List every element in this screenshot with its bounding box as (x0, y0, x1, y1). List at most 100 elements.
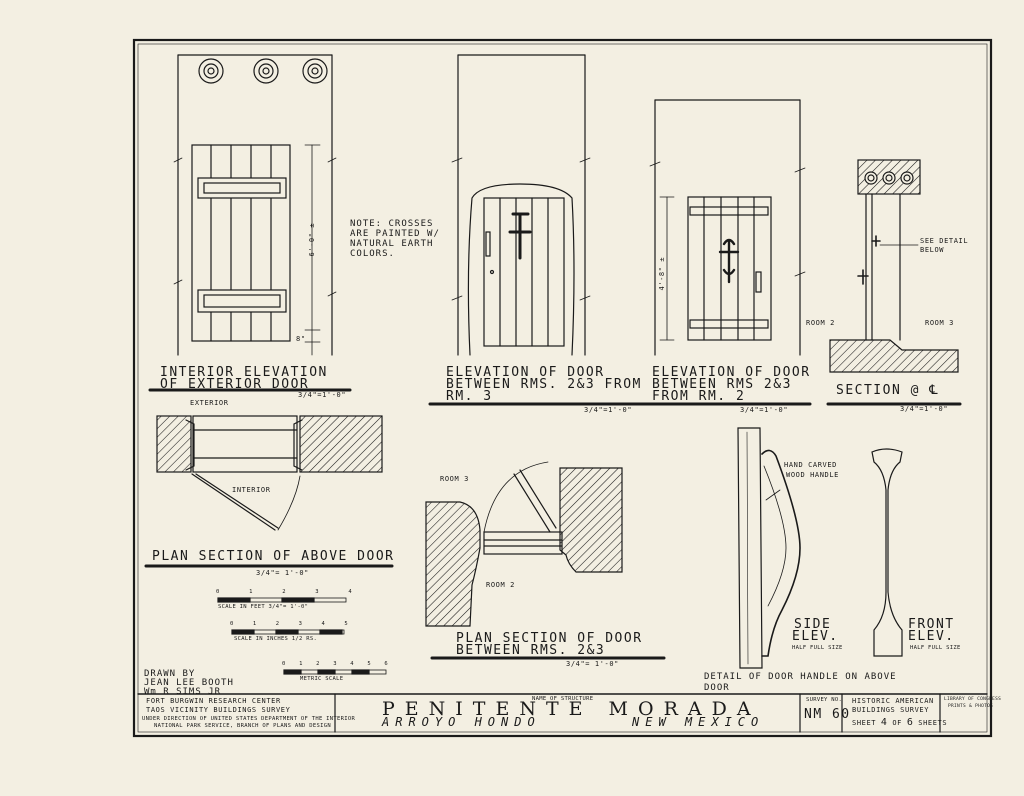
handle-carved-1: HAND CARVED (784, 461, 837, 469)
metric-scale-ticks: 0 1 2 3 4 5 6 (282, 661, 388, 668)
plan-between-room2: ROOM 2 (486, 581, 515, 589)
inch-tick: 4 (321, 621, 326, 627)
note-line-4: COLORS. (350, 249, 395, 259)
survey-number: NM 60 (804, 707, 851, 722)
section-room-right: ROOM 3 (925, 319, 954, 327)
elevation-rm2-dim-height: 4'-8" ± (658, 256, 667, 291)
inch-tick: 5 (344, 621, 348, 627)
org-line-1: FORT BURGWIN RESEARCH CENTER (146, 697, 281, 705)
elevation-rm2-title-3: FROM RM. 2 (652, 389, 746, 404)
sheet-number: 4 (880, 717, 888, 728)
inch-tick: 0 (230, 621, 234, 627)
metric-tick: 3 (333, 661, 337, 667)
sheet-border (132, 38, 993, 738)
org-line-2: TAOS VICINITY BUILDINGS SURVEY (146, 706, 291, 714)
section-callout-1: SEE DETAIL (920, 237, 969, 245)
drawn-by-3: Wm R SIMS JR (144, 687, 222, 697)
painted-cross-icon (508, 212, 532, 260)
title-block (137, 693, 988, 733)
handle-front-scale: HALF FULL SIZE (910, 645, 961, 651)
survey-no-label: SURVEY NO. (806, 697, 843, 703)
interior-elevation-title-2: OF EXTERIOR DOOR (160, 377, 310, 392)
sheet-number-line: SHEET 4 OF 6 SHEETS (852, 717, 948, 729)
handle-carved-2: WOOD HANDLE (786, 471, 839, 479)
structure-name: PENITENTE MORADA (382, 698, 761, 720)
handle-detail-drawing (737, 427, 903, 669)
handle-detail-1: DETAIL OF DOOR HANDLE ON ABOVE (704, 672, 897, 682)
metric-tick: 2 (316, 661, 320, 667)
elevation-rm2-scale: 3/4"=1'-0" (740, 406, 789, 414)
scale-bars (217, 597, 387, 675)
section-title: SECTION @ ℄ (836, 383, 940, 398)
inch-tick: 3 (298, 621, 303, 627)
feet-tick: 3 (315, 589, 319, 595)
feet-tick: 0 (216, 589, 220, 595)
metric-tick: 1 (299, 661, 303, 667)
elevation-rm2-title-1: ELEVATION OF DOOR (652, 365, 811, 380)
plan-between-title-2: BETWEEN RMS. 2&3 (456, 643, 606, 658)
interior-elevation-dim-height: 6'-0" ± (308, 222, 317, 257)
section-scale: 3/4"=1'-0" (900, 405, 949, 413)
feet-scale-label: SCALE IN FEET 3/4"= 1'-0" (218, 604, 309, 610)
elevation-rm3-title-3: RM. 3 (446, 389, 493, 404)
sheet-of: OF (892, 719, 902, 727)
sheet-suffix: SHEETS (918, 719, 948, 727)
plan-between-title-1: PLAN SECTION OF DOOR (456, 631, 643, 646)
inch-tick: 1 (252, 621, 257, 627)
plan-above-title: PLAN SECTION OF ABOVE DOOR (152, 549, 395, 564)
location-line-2: NEW MEXICO (632, 715, 765, 729)
plan-above-drawing (144, 415, 394, 568)
metric-tick: 6 (384, 661, 388, 667)
metric-tick: 0 (282, 661, 286, 667)
interior-elevation-dim-bottom: 8" (296, 335, 306, 343)
elevation-rm3-title-2: BETWEEN RMS. 2&3 FROM (446, 377, 642, 392)
inch-tick: 2 (275, 621, 280, 627)
handle-detail-2: DOOR (704, 683, 730, 693)
org-line-4: NATIONAL PARK SERVICE, BRANCH OF PLANS A… (154, 723, 331, 729)
plan-between-scale: 3/4"= 1'-0" (566, 660, 619, 668)
drawn-by-2: JEAN LEE BOOTH (144, 678, 234, 688)
feet-tick: 1 (249, 589, 253, 595)
structure-name-label: NAME OF STRUCTURE (532, 696, 594, 702)
elevation-rm2-title-2: BETWEEN RMS 2&3 (652, 377, 792, 392)
sheet-prefix: SHEET (852, 719, 877, 727)
sheet-total: 6 (906, 717, 914, 728)
habs-line-2: BUILDINGS SURVEY (852, 706, 930, 714)
plan-above-exterior-label: EXTERIOR (190, 399, 229, 407)
loc-stamp-1: LIBRARY OF CONGRESS (944, 697, 1002, 702)
metric-tick: 4 (350, 661, 354, 667)
note-line-3: NATURAL EARTH (350, 239, 434, 249)
plan-above-scale: 3/4"= 1'-0" (256, 569, 309, 577)
section-room-left: ROOM 2 (806, 319, 835, 327)
handle-front-1: FRONT (908, 617, 955, 632)
interior-elevation-scale: 3/4"=1'-0" (298, 391, 347, 399)
location-line-1: ARROYO HONDO (382, 715, 541, 729)
plan-above-interior-label: INTERIOR (232, 486, 271, 494)
handle-side-scale: HALF FULL SIZE (792, 645, 843, 651)
handle-side-2: ELEV. (792, 629, 839, 644)
org-line-3: UNDER DIRECTION OF UNITED STATES DEPARTM… (142, 716, 356, 722)
viga-ends (198, 58, 328, 84)
loc-stamp-2: PRINTS & PHOTOS (948, 704, 994, 709)
interior-elevation-drawing (148, 54, 352, 392)
handle-side-1: SIDE (794, 617, 832, 632)
section-callout-2: BELOW (920, 246, 945, 254)
inch-scale-ticks: 0 1 2 3 4 5 (230, 621, 348, 628)
inch-scale-label: SCALE IN INCHES 1/2 RS. (234, 636, 318, 642)
feet-tick: 2 (282, 589, 286, 595)
plan-between-drawing (425, 461, 666, 660)
feet-scale-ticks: 0 1 2 3 4 (216, 589, 352, 596)
drawn-by-1: DRAWN BY (144, 669, 196, 679)
plan-between-room3: ROOM 3 (440, 475, 469, 483)
note-line-1: NOTE: CROSSES (350, 219, 434, 229)
habs-line-1: HISTORIC AMERICAN (852, 697, 934, 705)
section-drawing (826, 159, 962, 406)
elevation-rm3-scale: 3/4"=1'-0" (584, 406, 633, 414)
metric-scale-label: METRIC SCALE (300, 676, 344, 682)
elevation-rm2-drawing (638, 99, 812, 406)
feet-tick: 4 (348, 589, 352, 595)
handle-front-2: ELEV. (908, 629, 955, 644)
sheet-inner-border (137, 43, 988, 733)
note-line-2: ARE PAINTED W/ (350, 229, 440, 239)
